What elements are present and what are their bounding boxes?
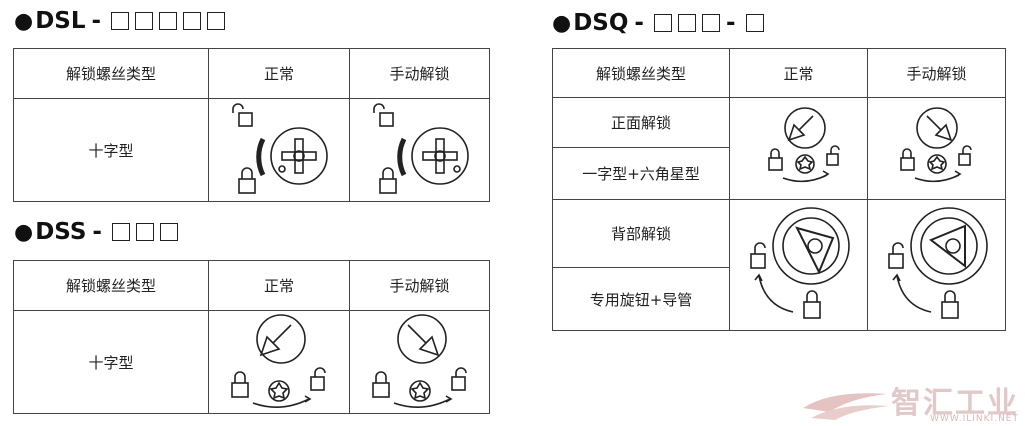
knob-arrow-icon xyxy=(767,106,840,182)
table-header-cell: 正常 xyxy=(729,48,868,98)
placeholder-box xyxy=(207,12,226,30)
dss-model-label: DSS xyxy=(35,219,87,245)
placeholder-box xyxy=(159,223,178,241)
table-cell: 专用旋钮+导管 xyxy=(552,267,730,331)
cross-screw-dial-icon xyxy=(232,103,328,194)
placeholder-box xyxy=(653,14,672,32)
dsq-model-label: DSQ xyxy=(573,10,629,36)
placeholder-box xyxy=(183,12,202,30)
dss-manual-diagram xyxy=(349,310,490,414)
table-header-cell: 解锁螺丝类型 xyxy=(13,260,209,311)
dsq-heading: ● DSQ - - xyxy=(552,10,764,36)
watermark-logo-icon xyxy=(803,393,889,420)
dss-heading: ● DSS - xyxy=(14,219,178,245)
table-cell: 一字型+六角星型 xyxy=(552,147,730,200)
bullet-icon: ● xyxy=(552,10,572,36)
placeholder-box xyxy=(135,12,154,30)
knob-arrow-icon xyxy=(371,314,467,408)
watermark-url: WWW.ILINKI.NET xyxy=(930,414,1019,424)
rotary-knob-icon xyxy=(749,207,850,319)
dsl-manual-diagram xyxy=(349,98,490,202)
placeholder-box xyxy=(701,14,720,32)
placeholder-box xyxy=(111,223,130,241)
table-header-cell: 解锁螺丝类型 xyxy=(13,48,209,99)
table-header-cell: 手动解锁 xyxy=(349,48,490,99)
table-header-cell: 手动解锁 xyxy=(867,48,1006,98)
dss-normal-diagram xyxy=(208,310,350,414)
bullet-icon: ● xyxy=(14,219,34,245)
dsl-table: 解锁螺丝类型 正常 手动解锁 十字型 xyxy=(13,48,490,202)
dsl-model-label: DSL xyxy=(35,8,86,34)
dsq-table: 解锁螺丝类型 正常 手动解锁 正面解锁 xyxy=(552,48,1006,331)
bullet-icon: ● xyxy=(14,8,34,34)
table-cell: 十字型 xyxy=(13,310,209,414)
table-cell: 十字型 xyxy=(13,98,209,202)
dsq-back-manual-diagram xyxy=(867,199,1006,331)
watermark-text: 智汇工业 xyxy=(891,386,1019,421)
dsl-normal-diagram xyxy=(208,98,350,202)
watermark: 智汇工业 WWW.ILINKI.NET xyxy=(801,378,1019,424)
knob-arrow-icon xyxy=(899,106,972,182)
placeholder-box xyxy=(135,223,154,241)
rotary-knob-icon xyxy=(887,207,988,319)
placeholder-box xyxy=(745,14,764,32)
dash: - xyxy=(92,219,102,245)
dsl-heading: ● DSL - xyxy=(14,8,226,34)
cross-screw-dial-icon xyxy=(372,103,469,194)
dsq-back-normal-diagram xyxy=(729,199,868,331)
placeholder-box xyxy=(111,12,130,30)
dss-table: 解锁螺丝类型 正常 手动解锁 十字型 xyxy=(13,260,490,414)
table-header-cell: 手动解锁 xyxy=(349,260,490,311)
placeholder-box xyxy=(159,12,178,30)
knob-arrow-icon xyxy=(231,314,326,408)
dash: - xyxy=(91,8,102,34)
dsq-front-manual-diagram xyxy=(867,97,1006,200)
table-cell: 正面解锁 xyxy=(552,97,730,148)
table-header-cell: 正常 xyxy=(208,260,350,311)
table-cell: 背部解锁 xyxy=(552,199,730,268)
dsq-front-normal-diagram xyxy=(729,97,868,200)
placeholder-box xyxy=(677,14,696,32)
table-header-cell: 正常 xyxy=(208,48,350,99)
dash: - xyxy=(725,10,736,36)
dash: - xyxy=(634,10,644,36)
table-header-cell: 解锁螺丝类型 xyxy=(552,48,730,98)
